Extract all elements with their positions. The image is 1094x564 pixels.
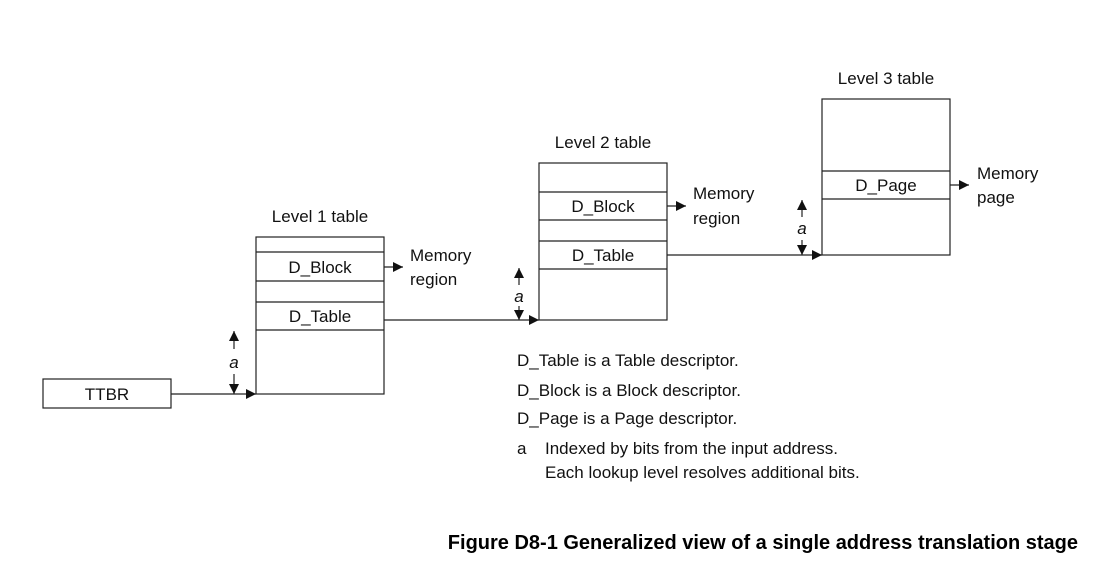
legend-page: D_Page is a Page descriptor.: [517, 409, 737, 428]
level1-memory-label-2: region: [410, 270, 457, 289]
level1-table: Level 1 table D_Block D_Table: [255, 207, 385, 395]
level1-block-label: D_Block: [288, 258, 352, 277]
level1-table-label: D_Table: [289, 307, 351, 326]
level3-page-label: D_Page: [855, 176, 916, 195]
legend-block: D_Block is a Block descriptor.: [517, 381, 741, 400]
level1-memory-label-1: Memory: [410, 246, 472, 265]
ttbr-register: TTBR: [42, 378, 172, 409]
level1-box: [255, 236, 385, 395]
legend-note-line1: Indexed by bits from the input address.: [545, 439, 838, 458]
level2-table-label: D_Table: [572, 246, 634, 265]
legend-note-line2: Each lookup level resolves additional bi…: [545, 463, 860, 482]
level1-title: Level 1 table: [272, 207, 368, 226]
level3-box: [821, 98, 951, 256]
level3-index-marker: a: [797, 200, 807, 255]
ttbr-box: [42, 378, 172, 409]
figure-caption: Figure D8-1 Generalized view of a single…: [448, 532, 1078, 554]
index-marker-label: a: [797, 219, 806, 238]
level3-memory-label-1: Memory: [977, 164, 1039, 183]
level2-block-label: D_Block: [571, 197, 635, 216]
level3-title: Level 3 table: [838, 69, 934, 88]
index-marker-label: a: [229, 353, 238, 372]
level1-index-marker: a: [229, 331, 239, 394]
level2-index-marker: a: [514, 268, 524, 320]
level3-memory-label-2: page: [977, 188, 1015, 207]
level2-table: Level 2 table D_Block D_Table: [538, 133, 668, 321]
legend-note-key: a: [517, 439, 527, 458]
ttbr-label: TTBR: [85, 385, 129, 404]
level2-title: Level 2 table: [555, 133, 651, 152]
level2-memory-label-2: region: [693, 209, 740, 228]
level2-memory-label-1: Memory: [693, 184, 755, 203]
index-marker-label: a: [514, 287, 523, 306]
legend-table: D_Table is a Table descriptor.: [517, 351, 739, 370]
legend: D_Table is a Table descriptor. D_Block i…: [517, 351, 860, 482]
level3-table: Level 3 table D_Page: [821, 69, 951, 256]
